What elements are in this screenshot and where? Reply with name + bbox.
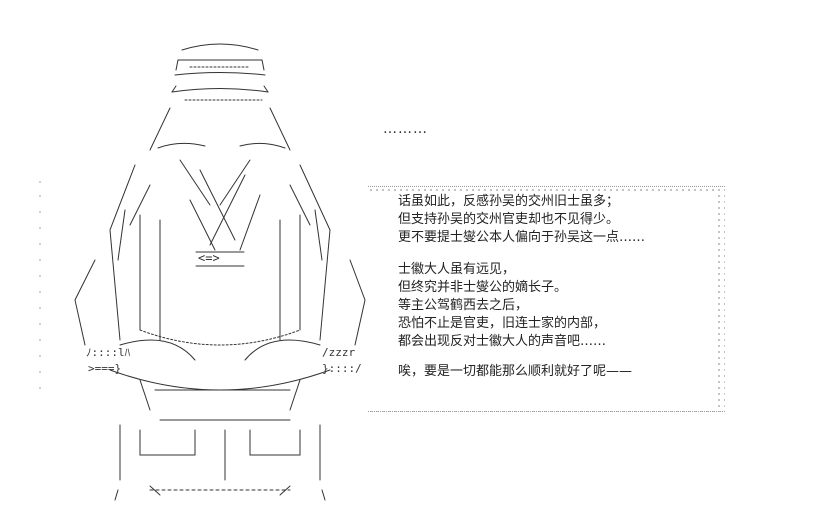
ellipsis-text: ………	[383, 121, 428, 137]
speech-line: 更不要提士燮公本人偏向于孙吴这一点……	[398, 230, 646, 245]
speech-line: 恐怕不止是官吏，旧连士家的内部，	[398, 316, 607, 331]
speech-text: 话虽如此，反感孙吴的交州旧士虽多； 但支持孙吴的交州官吏却也不见得少。 更不要提…	[398, 193, 645, 381]
body-left	[109, 164, 136, 341]
speech-line: 唉，要是一切都能那么顺利就好了呢——	[398, 364, 633, 379]
speech-line: 但终究并非士燮公的嫡长子。	[398, 280, 568, 295]
ascii-left-mark: >===}	[88, 362, 121, 375]
hat-top-arc	[181, 43, 259, 51]
speech-line: 但支持孙吴的交州官吏却也不见得少。	[398, 212, 620, 227]
speech-line: 都会出现反对士徽大人的声音吧……	[398, 334, 607, 349]
hat-brim-3	[171, 88, 269, 93]
head-left	[149, 107, 171, 151]
speech-box	[368, 186, 725, 412]
ascii-badge: <=>	[198, 251, 220, 265]
ascii-left-word: ﾉ::::lﾊ	[86, 346, 131, 359]
speech-line: 士徽大人虽有远见，	[398, 262, 516, 277]
head-right	[269, 107, 291, 151]
body-right	[299, 164, 331, 341]
speech-line: 话虽如此，反感孙吴的交州旧士虽多；	[398, 194, 620, 209]
ascii-right-mark: }::::/	[322, 362, 362, 375]
speech-line: 等主公驾鹤西去之后，	[398, 298, 529, 313]
brow-right	[239, 142, 286, 149]
brow-left	[157, 142, 206, 149]
ascii-right-word: /zzzr	[322, 346, 355, 359]
speech-box-inner	[378, 191, 715, 407]
hat-brim-2	[174, 72, 266, 76]
